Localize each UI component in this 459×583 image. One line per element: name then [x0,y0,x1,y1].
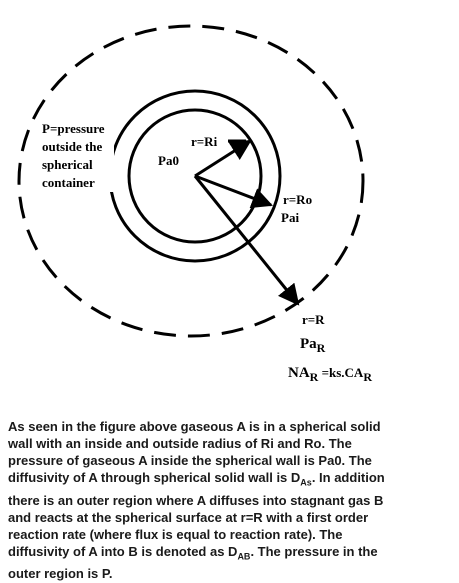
outer-dashed-boundary [17,24,365,338]
description-line: pressure of gaseous A inside the spheric… [8,452,448,469]
description-line: wall with an inside and outside radius o… [8,435,448,452]
outer-radius-label: r=Ro [283,192,312,207]
pressure-label-background [40,120,114,192]
description-line: reaction rate (where flux is equal to re… [8,526,448,543]
description-line: outer region is P. [8,565,448,582]
outer-pressure-label: Pai [281,210,299,225]
pressure-label-line-4: container [42,175,95,190]
description-text: . The pressure in the [250,543,378,559]
inner-pressure-label: Pa0 [158,153,179,168]
pressure-label-line-1: P=pressure [42,121,105,136]
pressure-label-line-2: outside the [42,139,103,154]
arrow-outer-radius [194,174,273,209]
description-text: diffusivity of A into B is denoted as D [8,543,238,559]
flux-equation-label: NAR =ks.CAR [288,365,372,384]
reaction-pressure-label: PaR [300,336,326,355]
description-line: diffusivity of A into B is denoted as DA… [8,543,448,566]
description-text: As seen in the figure above gaseous A is… [8,419,381,434]
description-text: there is an outer region where A diffuse… [8,492,384,508]
wall-inner-circle [127,108,263,244]
description-line: diffusivity of A through spherical solid… [8,469,448,492]
description-text: outer region is P. [8,566,113,582]
problem-description: As seen in the figure above gaseous A is… [8,418,448,582]
description-line: As seen in the figure above gaseous A is… [8,418,448,435]
reaction-radius-label: r=R [302,312,325,327]
description-subscript: AB [237,551,251,562]
arrow-reaction-radius [193,175,300,306]
description-text: diffusivity of A through spherical solid… [8,470,301,485]
description-subscript: As [300,477,312,488]
pressure-label-line-3: spherical [42,157,93,172]
description-text: pressure of gaseous A inside the spheric… [8,453,372,468]
description-line: there is an outer region where A diffuse… [8,492,448,509]
inner-radius-label: r=Ri [191,134,218,149]
spherical-container-diagram: P=pressure outside the spherical contain… [17,24,372,384]
arrow-inner-radius [194,139,252,178]
description-text: wall with an inside and outside radius o… [8,436,352,451]
description-text: reaction rate (where flux is equal to re… [8,526,343,542]
description-text: . In addition [311,470,385,485]
description-text: and reacts at the spherical surface at r… [8,509,369,525]
description-line: and reacts at the spherical surface at r… [8,509,448,526]
